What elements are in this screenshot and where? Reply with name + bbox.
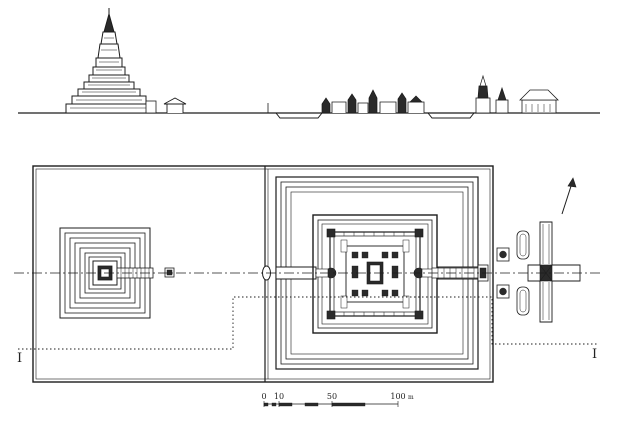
section-line xyxy=(18,296,598,350)
site-plan: I I xyxy=(14,165,600,383)
elevation-stupa xyxy=(65,8,157,114)
scale-bar: 0 10 50 100 m xyxy=(261,392,414,407)
elevation-sunken-pool xyxy=(427,112,475,119)
east-outer-shrines xyxy=(496,221,581,323)
elevation-right-towers xyxy=(475,74,559,114)
scale-tick-10: 10 xyxy=(274,392,284,401)
elevation-sunken-court xyxy=(267,103,323,119)
scale-tick-50: 50 xyxy=(327,392,337,401)
scale-tick-0: 0 xyxy=(261,392,266,401)
section-marker-left: I xyxy=(17,351,22,366)
north-arrow-icon xyxy=(561,177,577,215)
elevation-pavilion-small xyxy=(163,97,187,113)
section-marker-right: I xyxy=(592,347,597,362)
elevation-temple-complex xyxy=(321,89,425,114)
outer-enclosure xyxy=(32,165,494,383)
scale-unit: m xyxy=(408,394,414,401)
elevation-view xyxy=(18,8,600,119)
scale-tick-100: 100 xyxy=(390,392,405,401)
